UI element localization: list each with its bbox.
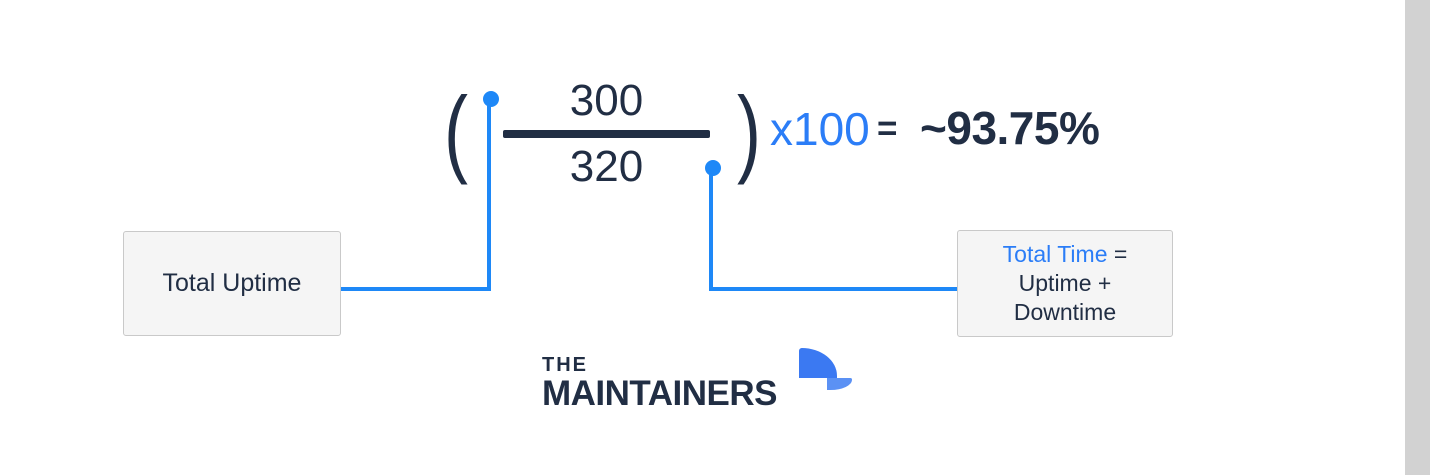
- uptime-connector-horizontal: [341, 287, 491, 291]
- total-time-line1: Total Time =: [1003, 240, 1128, 269]
- total-time-equals: =: [1107, 241, 1128, 267]
- total-time-label-box: Total Time = Uptime + Downtime: [957, 230, 1173, 337]
- logo-word-the: THE: [542, 354, 588, 376]
- numerator-value: 300: [569, 76, 644, 125]
- denominator-anchor-dot: [705, 160, 721, 176]
- total-time-connector-horizontal: [709, 287, 957, 291]
- vertical-scrollbar[interactable]: [1405, 0, 1430, 475]
- uptime-connector-vertical: [487, 99, 491, 291]
- total-time-highlight: Total Time: [1002, 241, 1108, 267]
- total-uptime-label: Total Uptime: [162, 269, 302, 297]
- multiplier-text: x100: [770, 103, 870, 155]
- numerator-anchor-dot: [483, 91, 499, 107]
- result-percentage: ~93.75%: [920, 102, 1100, 154]
- fraction-bar: [503, 130, 710, 138]
- fraction: 300 320: [503, 74, 710, 194]
- brand-logo: THE MAINTAINERS: [542, 355, 777, 412]
- close-parenthesis: ): [737, 78, 761, 186]
- rounded-tab-icon: [827, 378, 852, 390]
- total-time-line2: Uptime +: [1018, 270, 1112, 296]
- open-parenthesis: (: [444, 78, 468, 186]
- logo-word-maintainers: MAINTAINERS: [542, 374, 777, 413]
- quarter-circle-icon: [799, 348, 837, 378]
- equals-sign: =: [877, 109, 898, 148]
- denominator-value: 320: [569, 142, 644, 191]
- total-time-connector-vertical: [709, 168, 713, 291]
- total-time-line3: Downtime: [1013, 299, 1117, 325]
- total-uptime-label-box: Total Uptime: [123, 231, 341, 336]
